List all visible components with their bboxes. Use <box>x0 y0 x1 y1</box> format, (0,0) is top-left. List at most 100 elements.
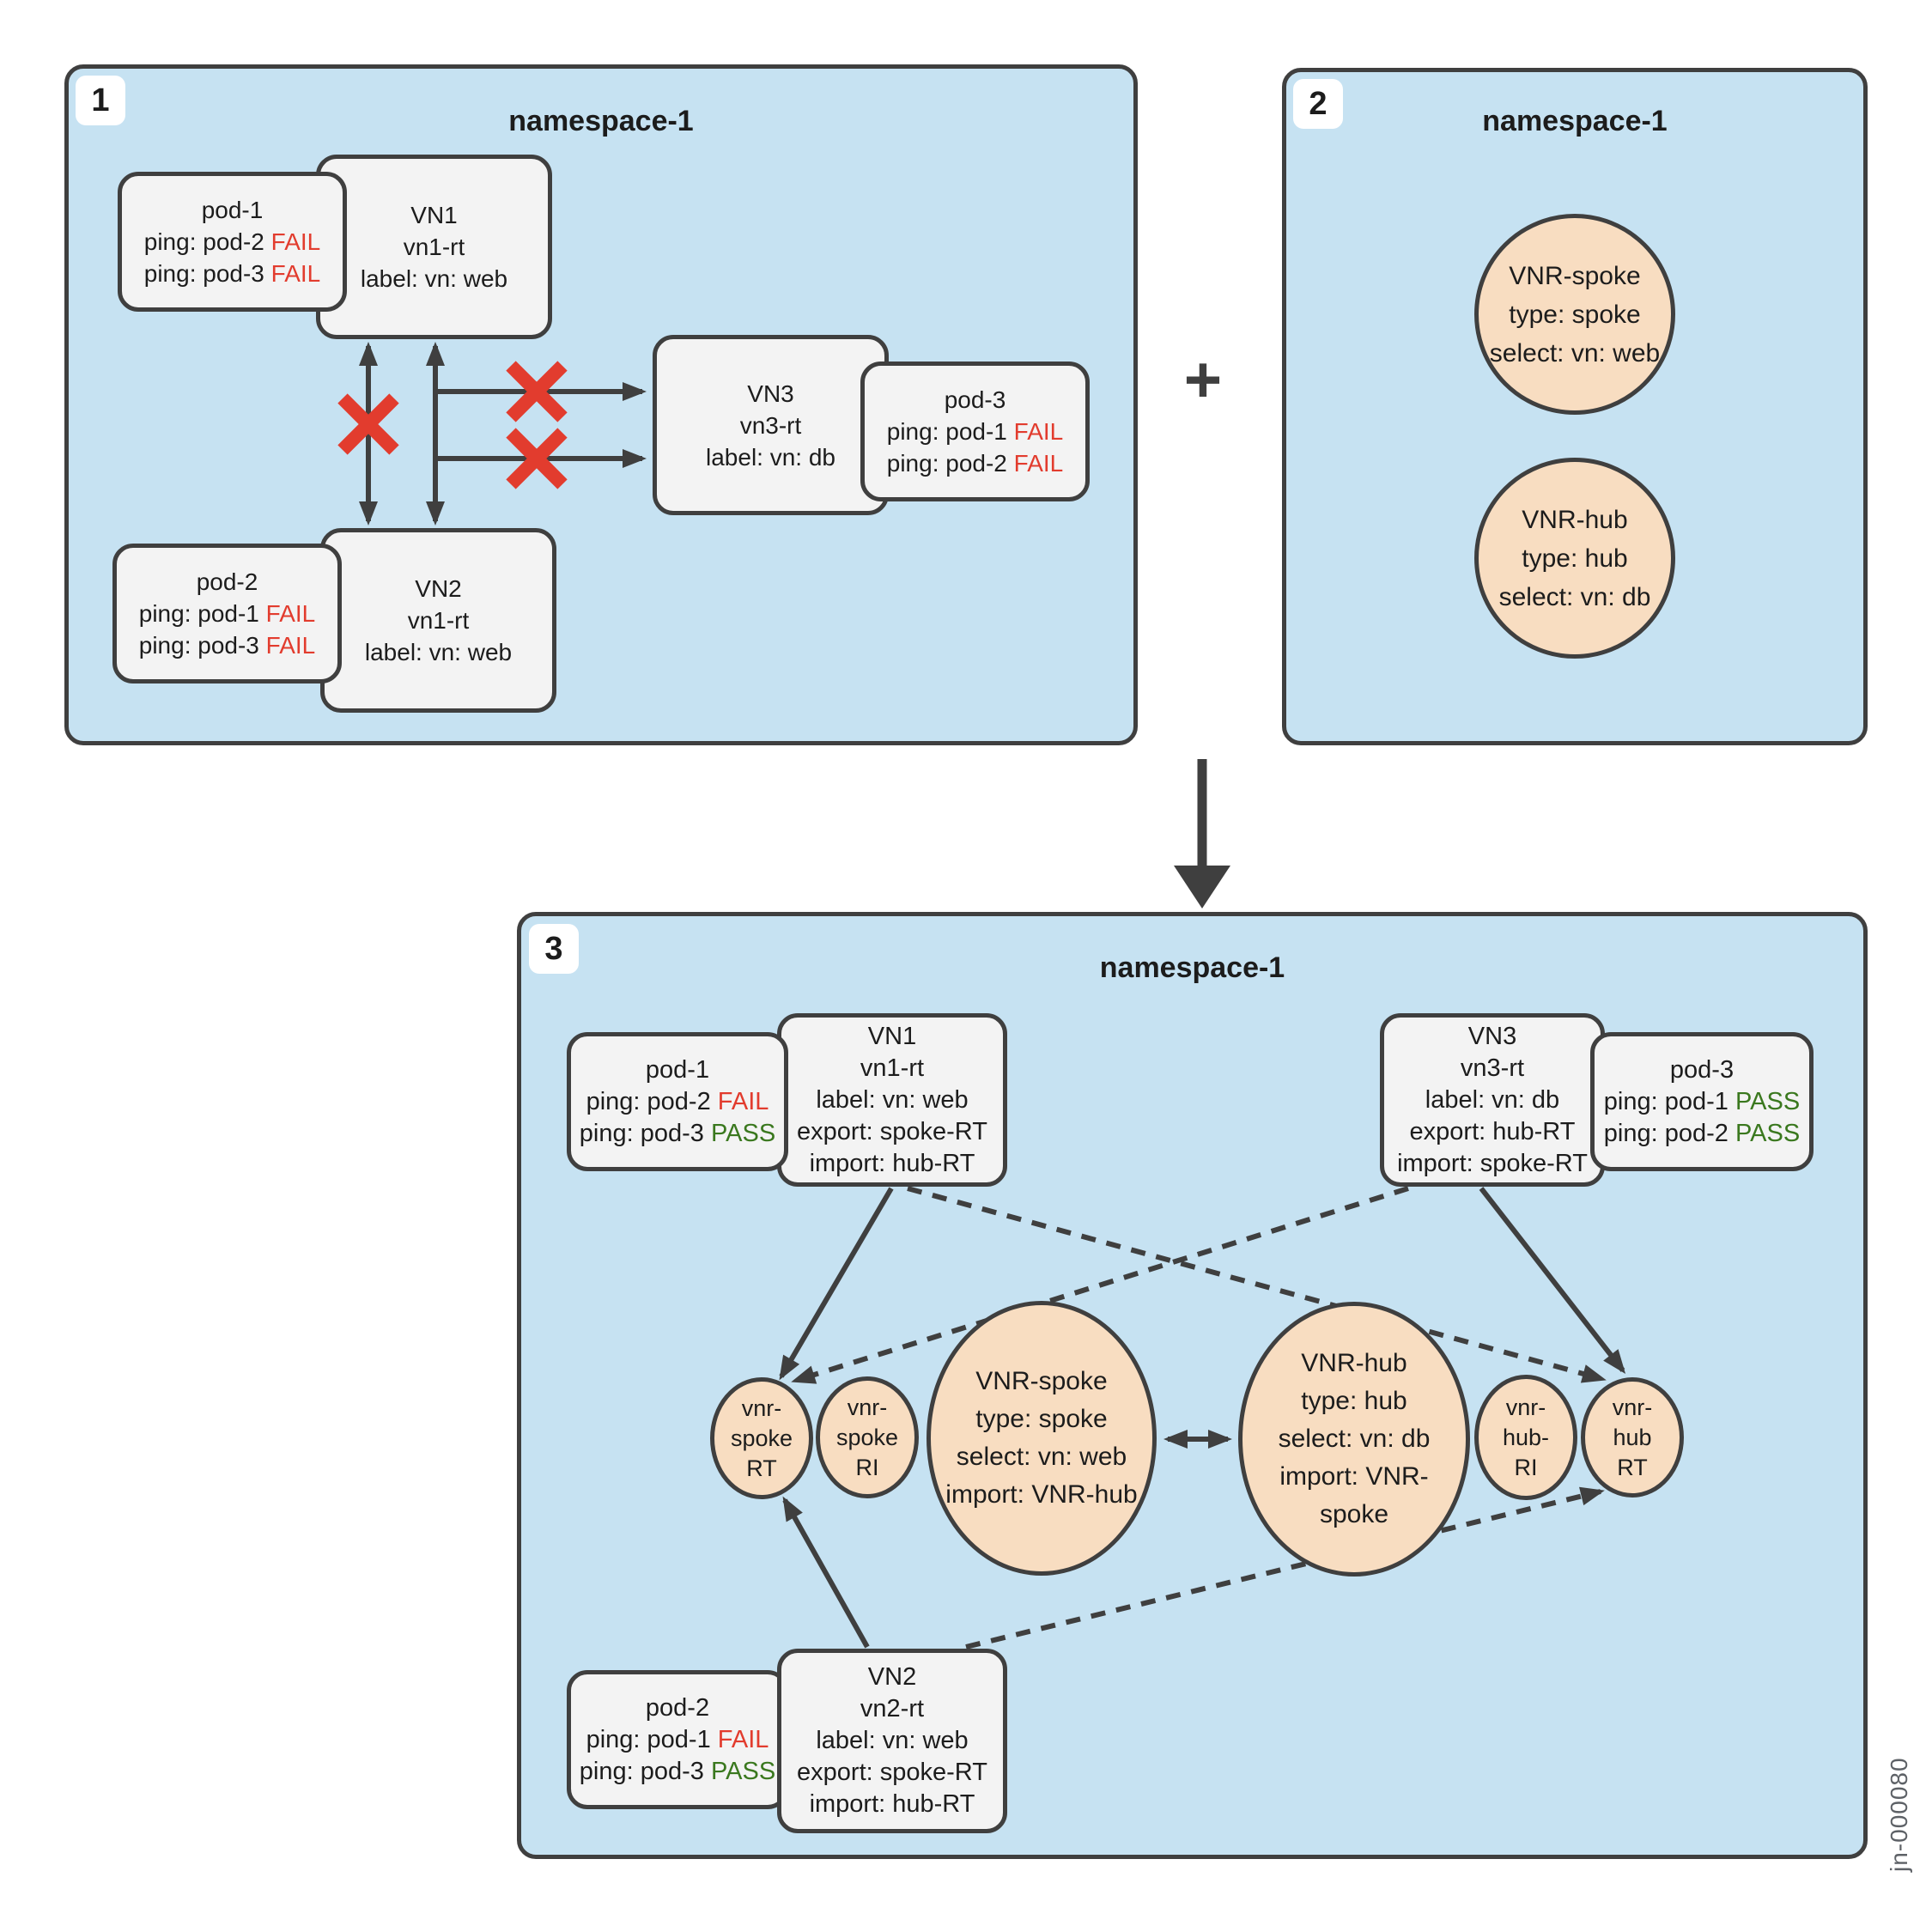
text-line: import: hub-RT <box>809 1149 975 1177</box>
text-line: import: VNR-hub <box>945 1480 1138 1509</box>
ping-target: ping: pod-2 <box>143 228 271 255</box>
p1-vn3-box: VN3 vn3-rt label: vn: db <box>653 335 889 515</box>
text-line: pod-2 <box>196 568 258 595</box>
text-line: select: vn: db <box>1498 582 1651 611</box>
text-line: ping: pod-2 PASS <box>1604 1118 1800 1150</box>
text-line: ping: pod-2 FAIL <box>144 226 320 258</box>
merge-down-arrow-icon <box>1174 759 1230 908</box>
ping-target: ping: pod-2 <box>886 450 1014 477</box>
text-line: ping: pod-1 PASS <box>1604 1086 1800 1118</box>
text-line: VN2 <box>415 575 462 602</box>
ping-target: ping: pod-1 <box>138 600 266 627</box>
text-line: VN1 <box>867 1022 917 1050</box>
text-line: label: vn: db <box>706 443 835 471</box>
text-line: vn1-rt <box>403 234 465 260</box>
text-line: pod-1 <box>201 197 264 223</box>
ping-target: ping: pod-1 <box>586 1725 718 1753</box>
ping-target: ping: pod-3 <box>579 1757 711 1785</box>
status-fail: FAIL <box>717 1087 769 1115</box>
status-pass: PASS <box>1735 1119 1801 1147</box>
text-line: select: vn: web <box>956 1443 1127 1471</box>
p2-vnr-hub-circle: VNR-hub type: hub select: vn: db <box>1474 458 1675 659</box>
panel-3-badge: 3 <box>529 924 579 974</box>
text-line: RT <box>746 1455 777 1481</box>
text-line: spoke <box>730 1425 793 1451</box>
status-fail: FAIL <box>717 1725 769 1753</box>
text-line: VN2 <box>867 1663 917 1691</box>
text-line: pod-3 <box>1669 1055 1735 1084</box>
ping-target: ping: pod-1 <box>886 418 1014 445</box>
text-line: hub- <box>1502 1424 1550 1450</box>
text-line: select: vn: db <box>1278 1425 1431 1453</box>
text-line: ping: pod-3 FAIL <box>139 629 315 661</box>
status-pass: PASS <box>710 1757 776 1785</box>
text-line: import: hub-RT <box>809 1790 975 1818</box>
status-fail: FAIL <box>265 600 316 627</box>
ping-target: ping: pod-2 <box>1603 1119 1735 1147</box>
text-line: vnr- <box>1612 1394 1653 1420</box>
status-fail: FAIL <box>270 260 321 287</box>
text-line: import: VNR- <box>1279 1462 1429 1491</box>
text-line: pod-2 <box>645 1693 710 1722</box>
panel-3-title: namespace-1 <box>1099 951 1285 984</box>
text-line: label: vn: web <box>816 1085 969 1114</box>
figure-id-watermark: jn-000080 <box>1886 1757 1912 1872</box>
panel-2-title: namespace-1 <box>1482 105 1668 137</box>
text-line: ping: pod-1 FAIL <box>139 598 315 629</box>
text-line: pod-3 <box>944 386 1006 413</box>
p3-vn1-box: VN1 vn1-rt label: vn: web export: spoke-RT i… <box>777 1013 1007 1187</box>
text-line: spoke <box>1319 1500 1389 1528</box>
text-line: vn3-rt <box>1460 1054 1525 1082</box>
text-line: label: vn: web <box>816 1727 969 1754</box>
text-line: ping: pod-3 PASS <box>580 1118 775 1150</box>
ping-target: ping: pod-3 <box>143 260 271 287</box>
text-line: vn1-rt <box>860 1054 925 1082</box>
text-line: vnr- <box>1505 1394 1546 1420</box>
text-line: ping: pod-3 FAIL <box>144 258 320 289</box>
plus-sign: + <box>1183 343 1223 416</box>
text-line: label: vn: web <box>360 265 508 292</box>
ping-target: ping: pod-3 <box>138 632 266 659</box>
text-line: VNR-hub <box>1301 1349 1407 1377</box>
text-line: ping: pod-2 FAIL <box>887 447 1063 479</box>
text-line: VN3 <box>747 380 794 407</box>
text-line: vn3-rt <box>739 411 802 439</box>
status-fail: FAIL <box>1013 450 1064 477</box>
text-line: type: spoke <box>975 1405 1108 1433</box>
text-line: VNR-spoke <box>1509 261 1641 290</box>
text-line: export: hub-RT <box>1409 1117 1576 1145</box>
status-fail: FAIL <box>265 632 316 659</box>
panel-2-badge: 2 <box>1293 79 1343 129</box>
status-pass: PASS <box>710 1119 776 1147</box>
ping-target: ping: pod-2 <box>586 1087 718 1115</box>
text-line: type: hub <box>1301 1387 1407 1415</box>
status-fail: FAIL <box>270 228 321 255</box>
text-line: VNR-hub <box>1522 505 1628 534</box>
status-fail: FAIL <box>1013 418 1064 445</box>
p3-vnr-hub-ri-circle: vnr-hub- RI <box>1474 1375 1577 1500</box>
text-line: type: spoke <box>1509 300 1641 329</box>
text-line: import: spoke-RT <box>1397 1149 1588 1177</box>
panel-1-title: namespace-1 <box>508 105 694 137</box>
text-line: ping: pod-3 PASS <box>580 1756 775 1788</box>
text-line: RI <box>1514 1454 1538 1480</box>
text-line: vn1-rt <box>407 607 470 634</box>
ping-target: ping: pod-1 <box>1603 1087 1735 1115</box>
text-line: export: spoke-RT <box>797 1117 987 1145</box>
text-line: type: hub <box>1522 544 1628 573</box>
text-line: RT <box>1617 1454 1648 1480</box>
status-pass: PASS <box>1735 1087 1801 1115</box>
ping-target: ping: pod-3 <box>579 1119 711 1147</box>
